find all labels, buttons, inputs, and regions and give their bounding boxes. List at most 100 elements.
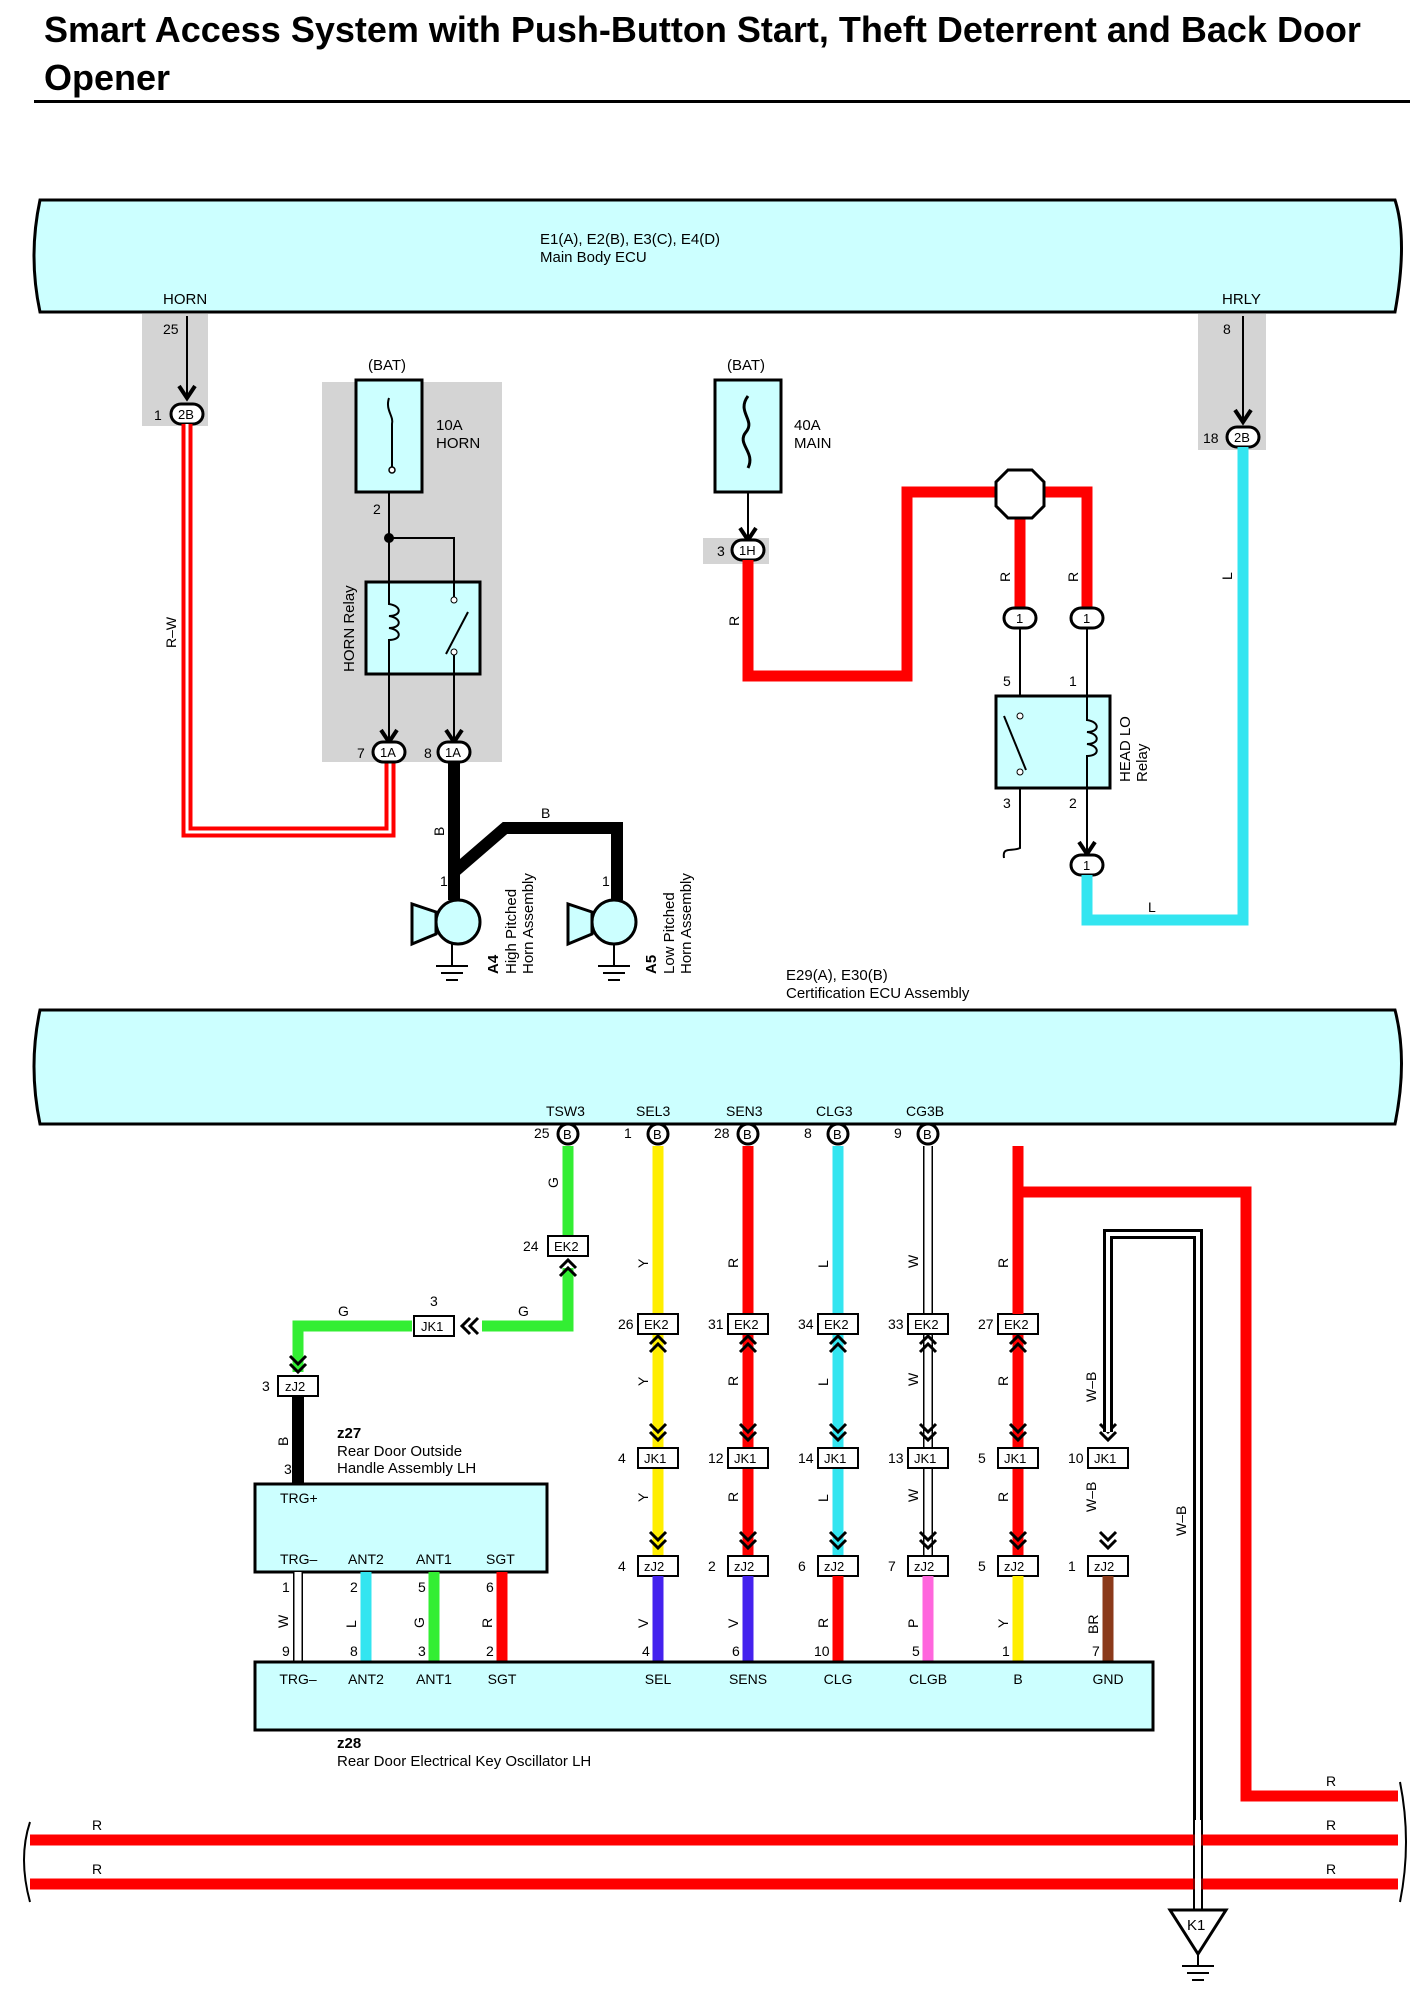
arrow-down-icon: [1233, 408, 1253, 426]
zj2-col-3-pin: 7: [888, 1558, 896, 1574]
chevron-down-icon: [918, 1422, 938, 1443]
wire-label-rw: R–W: [163, 616, 179, 648]
ek2-col-2-pin: 34: [798, 1316, 814, 1332]
cert-connector-label-3: B: [833, 1127, 842, 1142]
z28-terminal-0: TRG–: [279, 1671, 317, 1687]
z28-terminal-5: SENS: [729, 1671, 767, 1687]
chevron-up-icon: [738, 1333, 758, 1354]
horn-relay-box: [364, 580, 482, 676]
jk1-col-1-pin: 12: [708, 1450, 724, 1466]
chevron-up-icon: [918, 1333, 938, 1354]
chevron-down-icon: [648, 1530, 668, 1551]
jk1-trg-label: JK1: [421, 1319, 443, 1334]
cert-connector-label-2: B: [743, 1127, 752, 1142]
wire-label-col-2-a: L: [815, 1260, 831, 1268]
cert-ecu-name: Certification ECU Assembly: [786, 985, 970, 1002]
z28-terminal-3: SGT: [488, 1671, 517, 1687]
main-body-ecu-name: Main Body ECU: [540, 249, 647, 266]
wire-label-r2: R: [997, 572, 1013, 582]
zj2-trg-pin: 3: [262, 1378, 270, 1394]
chevron-up-icon: [558, 1257, 578, 1278]
wire-label-col-3-a: W: [905, 1254, 921, 1268]
ek2-col-4-pin: 27: [978, 1316, 994, 1332]
connector-j1-b-label: 1: [1083, 611, 1090, 626]
cert-pin-3: 8: [804, 1125, 812, 1141]
wire-label-bottom-7: P: [905, 1619, 921, 1628]
connector-2b-right-label: 2B: [1234, 430, 1250, 445]
connector-j1-a-label: 1: [1016, 611, 1023, 626]
fusible-link-icon: [741, 395, 752, 469]
z28-pin-8: 1: [1002, 1643, 1010, 1659]
jk1-col-1: [727, 1447, 769, 1469]
wire-label-col-4-a: R: [995, 1258, 1011, 1268]
wire-label-bottom-2: G: [411, 1617, 427, 1628]
z27-trg-pin: 3: [284, 1461, 292, 1477]
z28-terminal-4: SEL: [645, 1671, 672, 1687]
main-body-ecu-code: E1(A), E2(B), E3(C), E4(D): [540, 231, 720, 248]
bus-break-left: [23, 1821, 31, 1903]
ek2-col-1-label: EK2: [734, 1317, 759, 1332]
z27-sgt: SGT: [486, 1551, 515, 1567]
jk1-col-5: [1087, 1447, 1129, 1469]
zj2-col-4-label: zJ2: [1004, 1559, 1024, 1574]
horn-relay-label: HORN Relay: [341, 585, 358, 672]
relay-lead-3: [1002, 788, 1021, 859]
wire-label-col-4-c: R: [995, 1492, 1011, 1502]
ground-triangle: [1167, 1908, 1229, 1957]
jk1-col-3-label: JK1: [914, 1451, 936, 1466]
zj2-col-2-label: zJ2: [824, 1559, 844, 1574]
jk1-col-1-label: JK1: [734, 1451, 756, 1466]
cert-connector-1: [646, 1122, 670, 1146]
chevron-down-icon: [1098, 1530, 1118, 1551]
z27-name2: Handle Assembly LH: [337, 1460, 476, 1477]
horn-high-code: A4: [485, 954, 502, 974]
ground-code: K1: [1187, 1917, 1205, 1934]
zj2-col-1-label: zJ2: [734, 1559, 754, 1574]
head-relay-pin3: 3: [1003, 795, 1011, 811]
chevron-up-icon: [1008, 1333, 1028, 1354]
z28-pin-3: 2: [486, 1643, 494, 1659]
z28-terminal-9: GND: [1092, 1671, 1123, 1687]
wire-label-bottom-3: R: [479, 1618, 495, 1628]
wire-label-bottom-9: BR: [1085, 1615, 1101, 1634]
connector-1a-7-label: 1A: [380, 745, 396, 760]
wire-label-b-trg: B: [275, 1437, 291, 1446]
z28-box: [253, 1660, 1155, 1732]
head-relay-pin1: 1: [1069, 673, 1077, 689]
wire-label-b1: B: [431, 827, 447, 836]
connector-j1-c-label: 1: [1083, 858, 1090, 873]
head-lo-relay-name2: Relay: [1134, 743, 1151, 782]
terminal-horn: HORN: [163, 291, 207, 308]
coil-icon: [1086, 696, 1098, 788]
wire-label-wb: W–B: [1083, 1372, 1099, 1402]
pin-1h: 3: [717, 543, 725, 559]
wire-label-bottom-0: W: [275, 1614, 291, 1628]
wire-label-col-3-b: W: [905, 1372, 921, 1386]
horn-fuse-box: [354, 378, 424, 494]
z28-pin-0: 9: [282, 1643, 290, 1659]
pin-2b-left: 1: [154, 407, 162, 423]
jk1-col-3-pin: 13: [888, 1450, 904, 1466]
z27-pin-2: 5: [418, 1579, 426, 1595]
z27-name: Rear Door Outside: [337, 1443, 462, 1460]
horn-high-pin: 1: [440, 873, 448, 889]
z28-pin-5: 6: [732, 1643, 740, 1659]
cert-connector-label-1: B: [653, 1127, 662, 1142]
horn-fuse-pin: 2: [373, 501, 381, 517]
wire-label-col-0-a: Y: [635, 1258, 651, 1268]
cert-connector-label-0: B: [563, 1127, 572, 1142]
pin-1a-7: 7: [357, 745, 365, 761]
coil-icon: [388, 582, 400, 674]
cert-terminal-3: CLG3: [816, 1103, 853, 1119]
head-lo-relay-name: HEAD LO: [1117, 716, 1134, 782]
zj2-col-0-pin: 4: [618, 1558, 626, 1574]
wire-label-col-3-c: W: [905, 1488, 921, 1502]
terminal-hrly: HRLY: [1222, 291, 1261, 308]
switch-terminal: [1016, 712, 1024, 720]
horn-fuse-supply: (BAT): [368, 357, 406, 374]
cert-connector-0: [556, 1122, 580, 1146]
relay-feed: [389, 537, 455, 582]
horn-high-name: High Pitched: [503, 889, 520, 974]
